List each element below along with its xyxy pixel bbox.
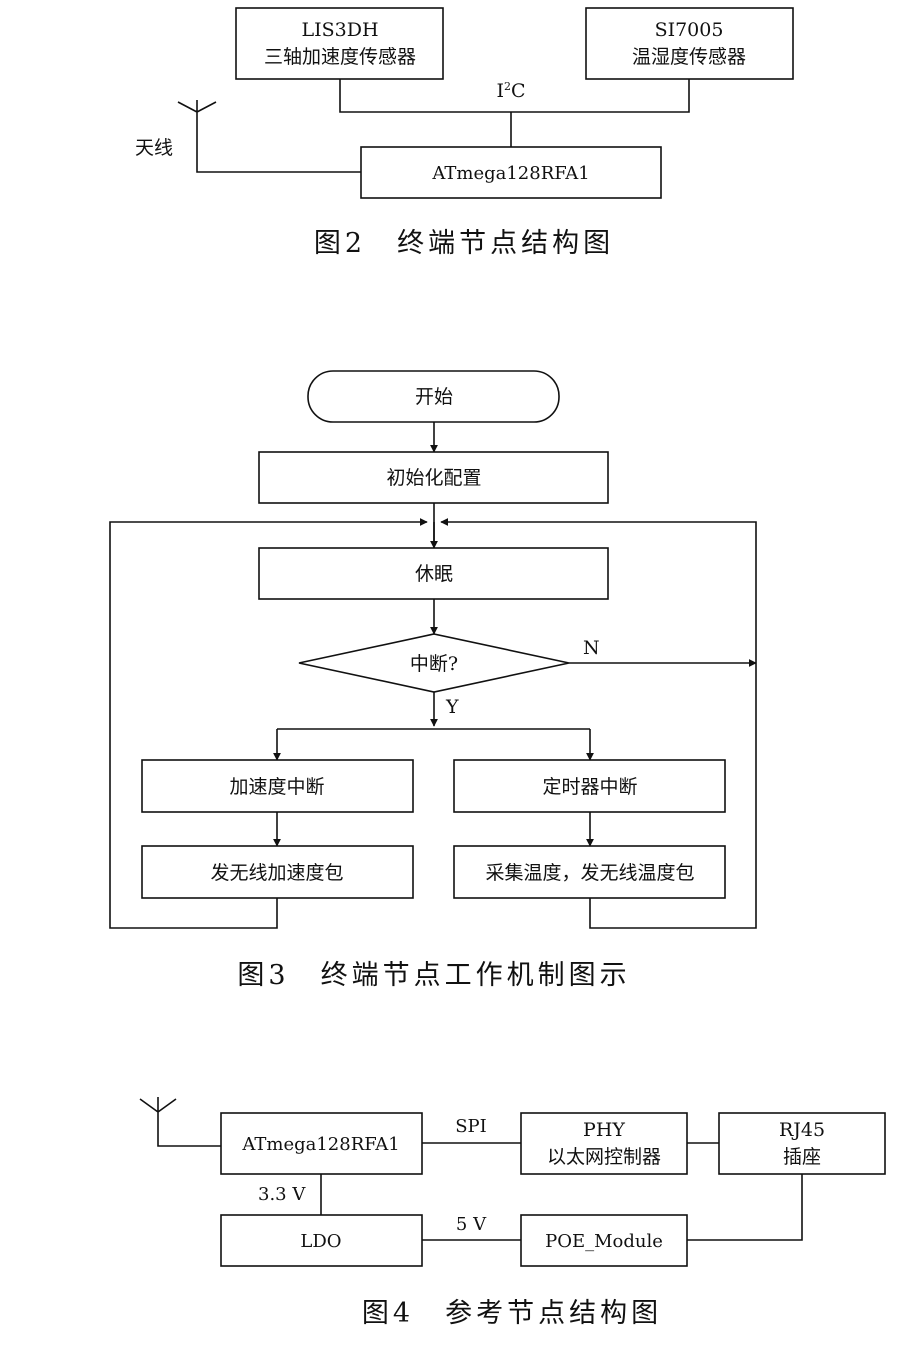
rj45-label-line1: RJ45 <box>779 1119 825 1141</box>
spi-label: SPI <box>455 1116 487 1137</box>
i2c-bus-label: I2C <box>496 80 525 102</box>
init-box <box>258 451 609 504</box>
figure-2-terminal-node-structure: LIS3DH 三轴加速度传感器 SI7005 温湿度传感器 I2C ATmega… <box>135 7 794 259</box>
figure-3-caption: 图3 终端节点工作机制图示 <box>237 960 630 991</box>
si7005-box <box>585 7 794 80</box>
ldo-box <box>220 1214 423 1267</box>
antenna-icon <box>139 1097 221 1147</box>
i2c-bus-line <box>339 79 690 147</box>
mcu-box <box>220 1112 423 1175</box>
send-accel-label: 发无线加速度包 <box>210 862 343 884</box>
decision-label: 中断? <box>410 653 458 675</box>
v33-label: 3.3 V <box>258 1184 306 1205</box>
si7005-label-line1: SI7005 <box>655 19 724 41</box>
antenna-icon <box>177 100 361 173</box>
poe-box <box>520 1214 688 1267</box>
mcu-label: ATmega128RFA1 <box>241 1134 399 1155</box>
accel-interrupt-label: 加速度中断 <box>229 776 324 798</box>
mcu-label: ATmega128RFA1 <box>431 163 589 184</box>
lis3dh-label-line1: LIS3DH <box>301 19 378 41</box>
figure-4-caption: 图4 参考节点结构图 <box>362 1298 662 1329</box>
poe-label: POE_Module <box>545 1231 663 1252</box>
init-label: 初始化配置 <box>386 467 481 489</box>
phy-label-line2: 以太网控制器 <box>547 1146 661 1168</box>
timer-interrupt-label: 定时器中断 <box>542 776 637 798</box>
lis3dh-box <box>235 7 444 80</box>
collect-temp-label: 采集温度，发无线温度包 <box>485 862 694 884</box>
collect-temp-box <box>453 845 726 899</box>
left-loop-back <box>109 518 428 929</box>
start-label: 开始 <box>415 386 453 408</box>
poe-rj45-link <box>687 1174 803 1241</box>
phy-box <box>520 1112 688 1175</box>
rj45-label-line2: 插座 <box>783 1146 821 1168</box>
v5-label: 5 V <box>456 1214 487 1235</box>
yes-label: Y <box>445 696 459 718</box>
figure-3-flowchart: 开始 初始化配置 休眠 中断? N Y 加速度中断 定时器中断 发无线加速度包 … <box>109 370 757 991</box>
accel-interrupt-box <box>141 759 414 813</box>
si7005-label-line2: 温湿度传感器 <box>632 46 746 68</box>
figure-4-reference-node-structure: ATmega128RFA1 SPI PHY 以太网控制器 RJ45 插座 3.3… <box>139 1097 886 1329</box>
lis3dh-label-line2: 三轴加速度传感器 <box>264 46 416 68</box>
ldo-label: LDO <box>300 1231 341 1252</box>
no-label: N <box>583 637 600 659</box>
sleep-box <box>258 547 609 600</box>
right-loop-back <box>440 518 757 929</box>
sleep-label: 休眠 <box>415 563 453 585</box>
figure-2-caption: 图2 终端节点结构图 <box>314 228 614 259</box>
antenna-label: 天线 <box>135 137 173 159</box>
phy-label-line1: PHY <box>583 1119 625 1141</box>
